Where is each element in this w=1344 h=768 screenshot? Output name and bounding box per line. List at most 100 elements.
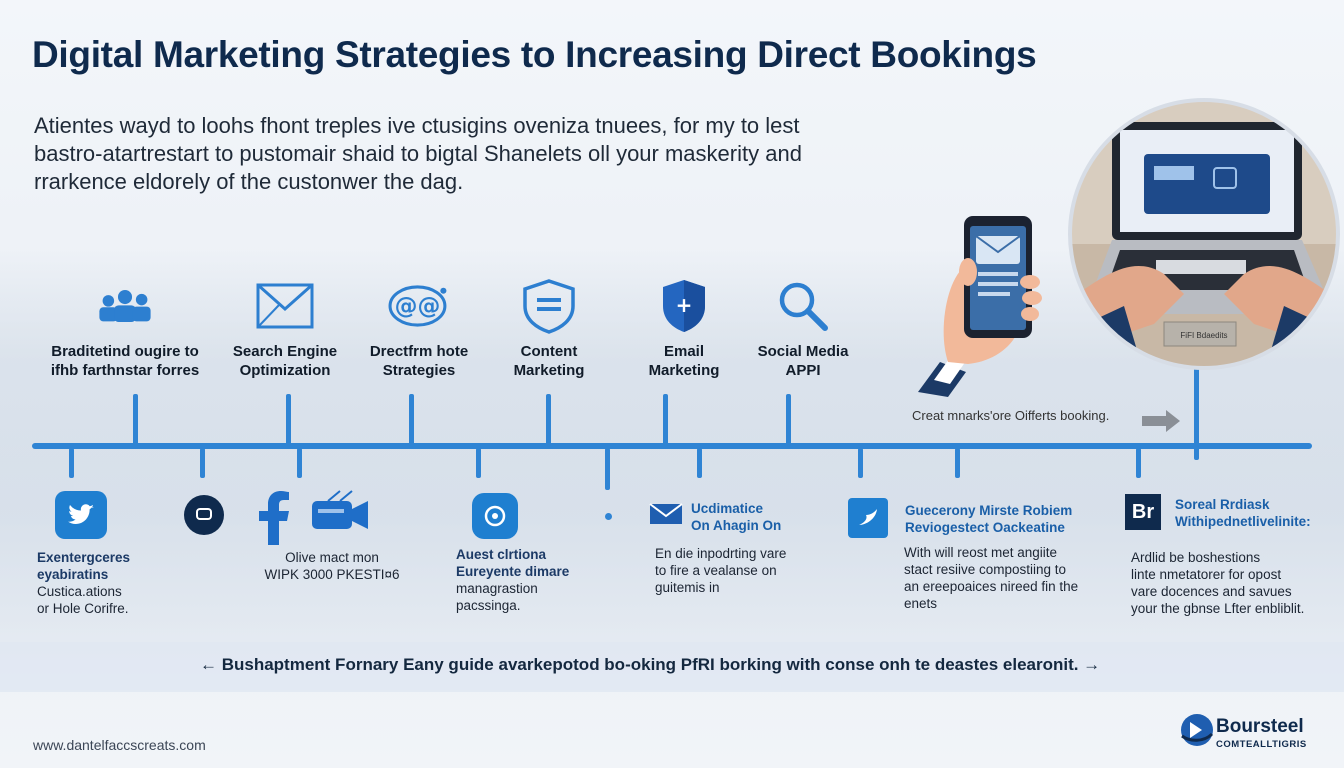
strategy-item-2: Search Engine Optimization <box>210 278 360 380</box>
bottom-item-text: an ereepoaices nireed fin the <box>904 579 1079 594</box>
bottom-item-title: On Ahagin On <box>691 518 782 533</box>
bottom-item-5-heading: Guecerony Mirste Robiem Reviogestect Oac… <box>905 502 1105 536</box>
strategy-item-6: Social Media APPI <box>728 278 878 380</box>
bottom-item-text: WIPK 3000 PKESTI¤6 <box>264 567 400 582</box>
brand-tagline: COMTEALLTIGRIS <box>1216 739 1307 750</box>
strategy-label: Social Media <box>757 343 849 360</box>
chat-circle-icon <box>184 495 224 535</box>
timeline-connector <box>546 394 551 446</box>
bottom-item-text: pacssinga. <box>456 598 521 613</box>
laptop-circle-illustration: FiFI Bdaedits <box>1064 94 1344 374</box>
brand-name: Boursteel <box>1216 716 1304 737</box>
target-icon <box>472 493 518 539</box>
timeline-connector <box>200 448 205 478</box>
timeline-connector <box>476 448 481 478</box>
svg-text:+: + <box>676 293 693 317</box>
bottom-item-title: Reviogestect Oackeatine <box>905 520 1065 535</box>
intro-paragraph: Atientes wayd to loohs fhont treples ive… <box>34 112 834 196</box>
callout-text: Creat mnarks'ore Oifferts booking. <box>912 408 1110 423</box>
bottom-item-title: eyabiratins <box>37 567 109 582</box>
badge-icon: Br <box>1125 494 1161 530</box>
timeline-connector <box>297 448 302 478</box>
bottom-item-text: enets <box>904 596 938 611</box>
bottom-item-5: With will reost met angiite stact resiiv… <box>904 544 1104 612</box>
strategy-label: APPI <box>785 362 821 379</box>
bottom-item-1: Exentergceres eyabiratins Custica.ations… <box>37 549 197 617</box>
bottom-item-6-heading: Soreal Rrdiask Withipednetlivelinite: <box>1175 496 1335 530</box>
google-shield-icon: + <box>652 278 716 334</box>
bottom-item-text: to fire a vealanse on <box>655 563 777 578</box>
strategy-label: Strategies <box>382 362 456 379</box>
website-url[interactable]: www.dantelfaccscreats.com <box>33 737 206 753</box>
timeline-connector <box>409 394 414 446</box>
footer-band <box>0 642 1344 692</box>
bottom-item-text: or Hole Corifre. <box>37 601 129 616</box>
bottom-item-text: With will reost met angiite <box>904 545 1058 560</box>
bottom-item-4-heading: Ucdimatice On Ahagin On <box>691 500 851 534</box>
svg-text:@@: @@ <box>395 294 441 320</box>
bottom-item-text: Olive mact mon <box>285 550 379 565</box>
bottom-item-text: managrastion <box>456 581 538 596</box>
brand-logo-icon <box>1180 712 1214 753</box>
bird-icon <box>848 498 888 538</box>
strategy-label: Optimization <box>239 362 331 379</box>
timeline-connector <box>69 448 74 478</box>
bottom-item-text: Ardlid be boshestions <box>1131 550 1261 565</box>
timeline-connector <box>133 394 138 446</box>
bottom-item-title: Ucdimatice <box>691 501 764 516</box>
video-camera-icon <box>310 489 370 538</box>
bottom-item-6: Ardlid be boshestions linte nmetatorer f… <box>1131 549 1341 617</box>
timeline-axis <box>32 443 1312 449</box>
bottom-item-title: Exentergceres <box>37 550 131 565</box>
timeline-connector <box>858 448 863 478</box>
strategy-label: Search Engine <box>232 343 338 360</box>
timeline-connector <box>286 394 291 446</box>
bottom-item-text: stact resiive compostiing to <box>904 562 1067 577</box>
phone-illustration <box>908 212 1048 397</box>
timeline-connector <box>605 448 610 490</box>
strategy-label: Content <box>520 343 578 360</box>
magnifier-icon <box>771 278 835 334</box>
bottom-item-text: Custica.ations <box>37 584 122 599</box>
bottom-item-title: Auest clrtiona <box>456 547 547 562</box>
timeline-connector <box>1194 358 1199 460</box>
timeline-connector <box>697 448 702 478</box>
arrow-right-icon <box>1142 410 1182 437</box>
timeline-dot <box>605 513 612 520</box>
bottom-item-title: Withipednetlivelinite: <box>1175 514 1311 529</box>
bottom-item-text: En die inpodrting vare <box>655 546 787 561</box>
intro-line: bastro-atartrestart to pustomair shaid t… <box>34 141 802 166</box>
bottom-item-title: Guecerony Mirste Robiem <box>905 503 1073 518</box>
bottom-item-text: vare docences and savues <box>1131 584 1292 599</box>
bottom-item-title: Eureyente dimare <box>456 564 570 579</box>
bottom-item-text: your the gbnse Lfter enbliblit. <box>1131 601 1305 616</box>
timeline-connector <box>1136 448 1141 478</box>
strategy-label: Marketing <box>648 362 720 379</box>
strategy-item-5: + Email Marketing <box>609 278 759 380</box>
strategy-label: Braditetind ougire to <box>51 343 199 360</box>
timeline-connector <box>786 394 791 446</box>
bottom-item-title: Soreal Rrdiask <box>1175 497 1270 512</box>
strategy-item-1: Braditetind ougire to ifhb farthnstar fo… <box>50 278 200 380</box>
intro-line: rrarkence eldorely of the custonwer the … <box>34 169 464 194</box>
timeline-connector <box>955 448 960 478</box>
strategy-label: Marketing <box>513 362 585 379</box>
page-title: Digital Marketing Strategies to Increasi… <box>32 34 1037 75</box>
laptop-sign-text: FiFI Bdaedits <box>1180 331 1228 340</box>
facebook-icon <box>257 491 291 550</box>
timeline-connector <box>663 394 668 446</box>
strategy-label: Drectfrm hote <box>369 343 469 360</box>
shield-icon <box>517 278 581 334</box>
bottom-item-2: Olive mact mon WIPK 3000 PKESTI¤6 <box>252 549 412 583</box>
bottom-item-3: Auest clrtiona Eureyente dimare managras… <box>456 546 616 614</box>
footer-caption: ← Bushaptment Fornary Eany guide avarkep… <box>200 655 1101 674</box>
envelope-icon <box>253 278 317 334</box>
bottom-item-text: guitemis in <box>655 580 720 595</box>
people-icon <box>93 278 157 334</box>
strategy-label: ifhb farthnstar forres <box>50 362 200 379</box>
strategy-item-4: Content Marketing <box>474 278 624 380</box>
intro-line: Atientes wayd to loohs fhont treples ive… <box>34 113 800 138</box>
mail-icon <box>649 502 683 531</box>
strategy-label: Email <box>663 343 705 360</box>
bottom-item-4: En die inpodrting vare to fire a vealans… <box>655 545 845 596</box>
